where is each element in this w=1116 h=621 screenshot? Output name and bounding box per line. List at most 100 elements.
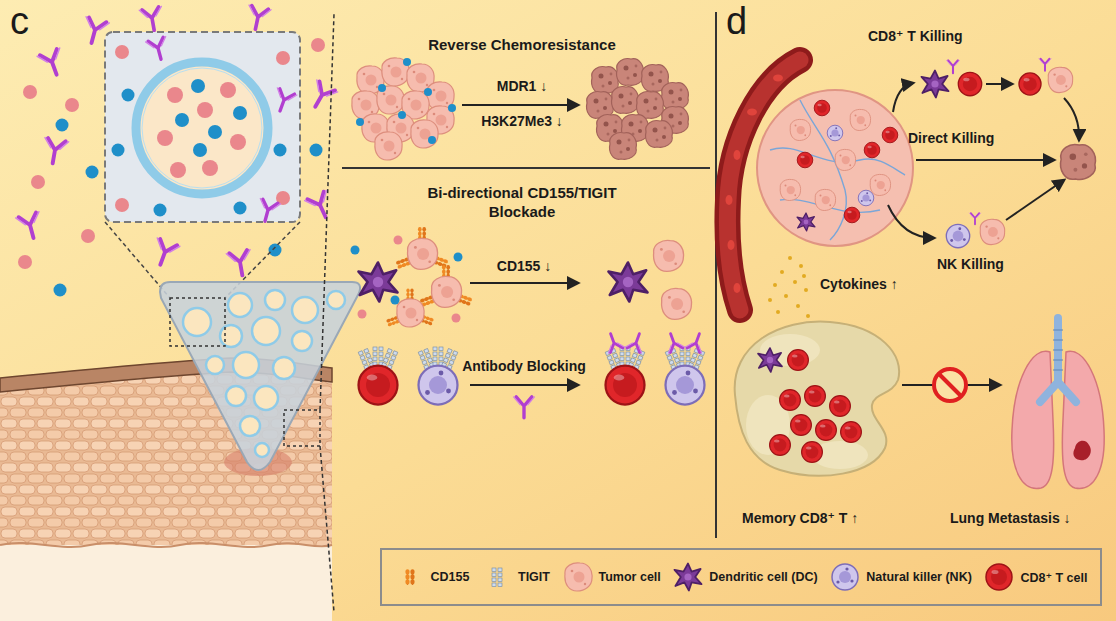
trachea-rings: [1053, 330, 1063, 370]
memory-t-cell: [802, 442, 823, 463]
tumor-cell: [780, 179, 800, 200]
panel-letter: c: [10, 0, 29, 46]
process-arrow: [462, 104, 578, 106]
drug-dot: [175, 113, 189, 127]
dead-tumor-cell: [1061, 145, 1096, 180]
drug-dot: [115, 45, 129, 59]
metastasis-nodule: [1073, 441, 1090, 461]
capillary: [770, 148, 905, 175]
antibody: [149, 238, 180, 269]
t-nk-before: [358, 347, 458, 405]
process-arrow: [1064, 98, 1079, 140]
antibody: [969, 213, 980, 224]
microsphere: [183, 308, 211, 336]
lymph-node: [735, 322, 900, 476]
tumor-cell: [835, 149, 855, 170]
legend-item: Natural killer (NK): [830, 562, 972, 592]
zoom-leader: [320, 446, 334, 612]
tumor-cell: [386, 288, 434, 327]
tumor-cell: [870, 174, 890, 195]
antibody: [270, 88, 297, 115]
zoom-square: [284, 410, 320, 446]
dendritic-cell: [922, 71, 949, 98]
dendritic-cell: [359, 263, 398, 302]
process-label: CD8⁺ T Killing: [868, 28, 963, 46]
drug-dot: [23, 85, 37, 99]
t-cell: [882, 127, 898, 143]
microsphere: [265, 290, 285, 310]
tigit-receptor: [373, 347, 383, 366]
t-cell: [864, 142, 880, 158]
tumor-cell: [850, 109, 870, 130]
process-label: Direct Killing: [908, 130, 994, 148]
microsphere: [292, 331, 312, 351]
panel-letter: d: [726, 0, 747, 46]
microsphere: [252, 317, 280, 345]
legend-item: Tumor cell: [563, 562, 661, 592]
drug-dot: [191, 79, 205, 93]
antibody: [37, 48, 68, 79]
antibody: [146, 37, 171, 62]
basal-line: [0, 543, 332, 547]
zoom-box: [105, 32, 300, 222]
zoom-box-content: [112, 37, 297, 224]
legend-icon: [482, 562, 512, 592]
drug-dot: [208, 125, 222, 139]
t-nk-after: [602, 331, 707, 405]
tigit-receptor: [433, 347, 443, 366]
outcome-label: Lung Metastasis ↓: [950, 510, 1071, 528]
antibody: [1039, 59, 1051, 71]
process-arrow: [916, 159, 1054, 161]
process-arrow: [470, 282, 578, 284]
lung-left: [1012, 351, 1054, 488]
antibody: [305, 80, 338, 113]
drug-dot: [112, 144, 125, 157]
drug-dot: [56, 119, 69, 132]
microsphere: [240, 416, 260, 436]
t-cell: [1019, 73, 1041, 95]
drug-dot: [193, 143, 207, 157]
dc-tumor-after: [609, 240, 692, 319]
tumor-cell: [420, 265, 473, 307]
antibody: [16, 212, 45, 241]
drug-dot: [115, 198, 129, 212]
nk-killing-group: [946, 213, 1004, 248]
arrow-label: MDR1 ↓: [497, 78, 548, 96]
memory-t-cell: [841, 422, 862, 443]
process-arrow: [893, 83, 913, 112]
legend-item: CD8⁺ T cell: [984, 562, 1087, 592]
drug-dot: [398, 111, 406, 119]
memory-t-cell: [780, 390, 801, 411]
drug-dot: [234, 202, 247, 215]
microsphere: [255, 443, 269, 457]
arrow-label: Antibody Blocking: [462, 358, 586, 376]
legend-symbol: [405, 569, 414, 585]
drug-dot: [274, 144, 287, 157]
tumor-cell: [980, 219, 1005, 244]
legend-item: TIGIT: [482, 562, 550, 592]
t-cell: [797, 152, 813, 168]
antibody: [244, 5, 271, 32]
drug-dot: [122, 89, 135, 102]
microsphere: [292, 297, 318, 323]
dying-tumor: [587, 59, 689, 160]
legend-label: TIGIT: [518, 570, 550, 584]
drug-dot: [157, 130, 173, 146]
drug-dot: [391, 296, 400, 305]
antibody: [305, 190, 337, 222]
t-cell: [359, 366, 398, 405]
tigit-receptor: [620, 347, 630, 366]
legend-symbol: [564, 563, 591, 591]
process-arrow: [1006, 180, 1064, 220]
drug-dot: [65, 98, 79, 112]
outcome-label: Memory CD8⁺ T ↑: [742, 510, 858, 528]
section-divider: [342, 167, 710, 169]
drug-dot: [276, 51, 290, 65]
drug-dot: [428, 136, 436, 144]
arrow-label: CD155 ↓: [497, 258, 551, 276]
drug-dot: [424, 88, 432, 96]
tumor-cell: [396, 227, 449, 269]
drug-dot: [167, 87, 183, 103]
